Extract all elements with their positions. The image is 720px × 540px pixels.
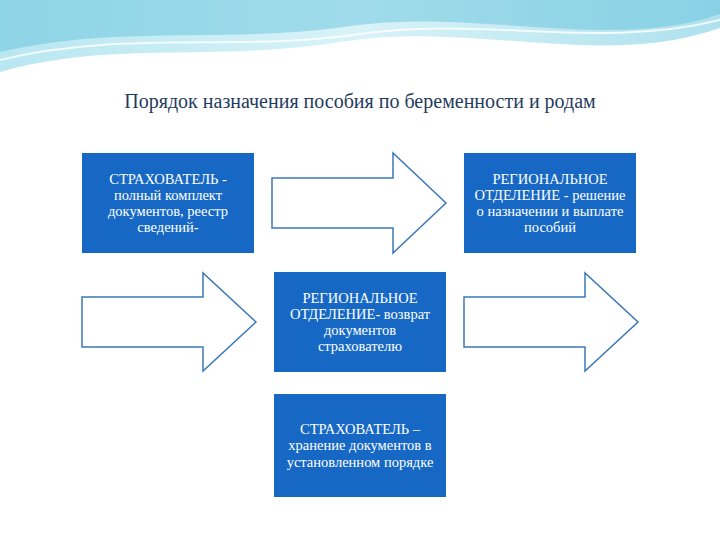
box-text: СТРАХОВАТЕЛЬ - полный комплект документо…	[82, 165, 254, 242]
block-arrow	[464, 273, 638, 371]
process-box: РЕГИОНАЛЬНОЕ ОТДЕЛЕНИЕ - решение о назна…	[464, 153, 636, 253]
block-arrow	[272, 153, 446, 253]
process-box: СТРАХОВАТЕЛЬ – хранение документов в уст…	[274, 394, 446, 497]
block-arrow	[82, 273, 256, 371]
process-box: СТРАХОВАТЕЛЬ - полный комплект документо…	[82, 153, 254, 253]
unused	[82, 248, 256, 396]
box-text: СТРАХОВАТЕЛЬ – хранение документов в уст…	[274, 415, 446, 476]
wave-line	[0, 20, 720, 60]
box-text: РЕГИОНАЛЬНОЕ ОТДЕЛЕНИЕ - решение о назна…	[464, 165, 636, 242]
box-text: РЕГИОНАЛЬНОЕ ОТДЕЛЕНИЕ- возврат документ…	[274, 284, 446, 361]
top-wave	[0, 0, 720, 72]
process-box: РЕГИОНАЛЬНОЕ ОТДЕЛЕНИЕ- возврат документ…	[274, 272, 446, 372]
slide-title: Порядок назначения пособия по беременнос…	[40, 90, 680, 113]
